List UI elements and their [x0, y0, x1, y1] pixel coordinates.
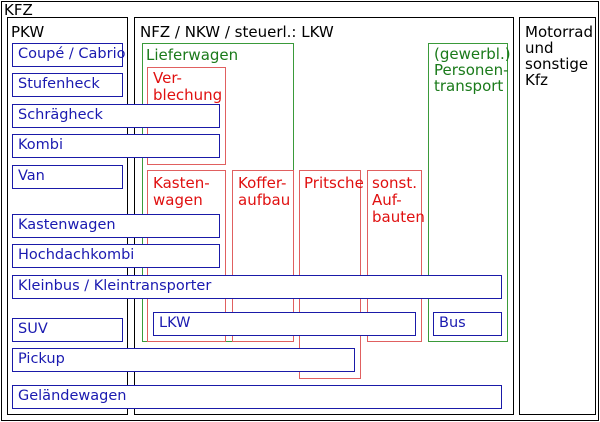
verblechung-title: Ver- blechung [153, 69, 223, 104]
item-bus[interactable]: Bus [433, 312, 502, 336]
lieferwagen-title: Lieferwagen [146, 46, 239, 64]
item-suv[interactable]: SUV [12, 318, 123, 342]
motorrad-frame [519, 17, 596, 415]
personentransport-title: (gewerbl.) Personen- transport [434, 45, 511, 95]
personentransport-group [428, 43, 508, 342]
item-kastenwagen[interactable]: Kastenwagen [12, 214, 220, 238]
pkw-title: PKW [11, 23, 45, 41]
sonst-aufbauten-group [367, 170, 422, 342]
nfz-title: NFZ / NKW / steuerl.: LKW [140, 23, 334, 41]
item-pickup[interactable]: Pickup [12, 348, 355, 372]
item-kleinbus-kleintransporter[interactable]: Kleinbus / Kleintransporter [12, 275, 502, 299]
pritsche-group [299, 170, 361, 379]
kastenwagen-group-title: Kasten- wagen [153, 174, 210, 209]
item-kombi[interactable]: Kombi [12, 134, 220, 158]
item-lkw[interactable]: LKW [153, 312, 416, 336]
item-hochdachkombi[interactable]: Hochdachkombi [12, 244, 220, 268]
item-gelaendewagen[interactable]: Geländewagen [12, 385, 502, 409]
item-schraegheck[interactable]: Schrägheck [12, 104, 220, 128]
kofferaufbau-group [232, 170, 294, 342]
pritsche-title: Pritsche [304, 174, 364, 192]
item-van[interactable]: Van [12, 165, 123, 189]
kfz-title: KFZ [4, 1, 33, 19]
motorrad-title: Motorrad und sonstige Kfz [525, 23, 593, 89]
item-stufenheck[interactable]: Stufenheck [12, 73, 123, 97]
sonst-aufbauten-title: sonst. Auf- bauten [372, 174, 425, 226]
kofferaufbau-title: Koffer- aufbau [238, 174, 291, 209]
item-coupe-cabrio[interactable]: Coupé / Cabrio [12, 43, 126, 67]
